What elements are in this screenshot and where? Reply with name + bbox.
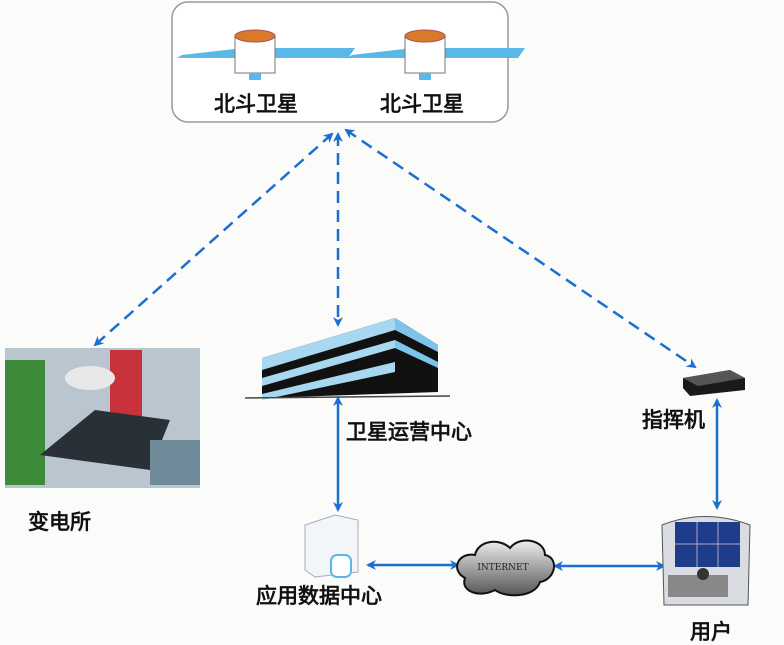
- substation-label: 变电所: [28, 509, 91, 534]
- data-center-label: 应用数据中心: [256, 583, 382, 608]
- satellite-icon: [347, 29, 525, 80]
- command-unit-label: 指挥机: [642, 407, 705, 432]
- satellite-label: 北斗卫星: [380, 91, 464, 116]
- substation-photo: [5, 348, 200, 488]
- internet-label: INTERNET: [477, 563, 528, 573]
- satellite-icon: [177, 29, 355, 80]
- link-satellite-command: [344, 128, 697, 369]
- command-unit-icon: [683, 370, 745, 396]
- satellite-label: 北斗卫星: [214, 91, 298, 116]
- user-console-icon: [661, 516, 751, 606]
- internet-cloud-icon: INTERNET: [456, 539, 555, 597]
- server-icon: [304, 514, 359, 578]
- building-icon: [244, 318, 451, 400]
- link-satellite-substation: [93, 132, 334, 347]
- user-label: 用户: [690, 619, 732, 644]
- ops-center-label: 卫星运营中心: [346, 419, 472, 444]
